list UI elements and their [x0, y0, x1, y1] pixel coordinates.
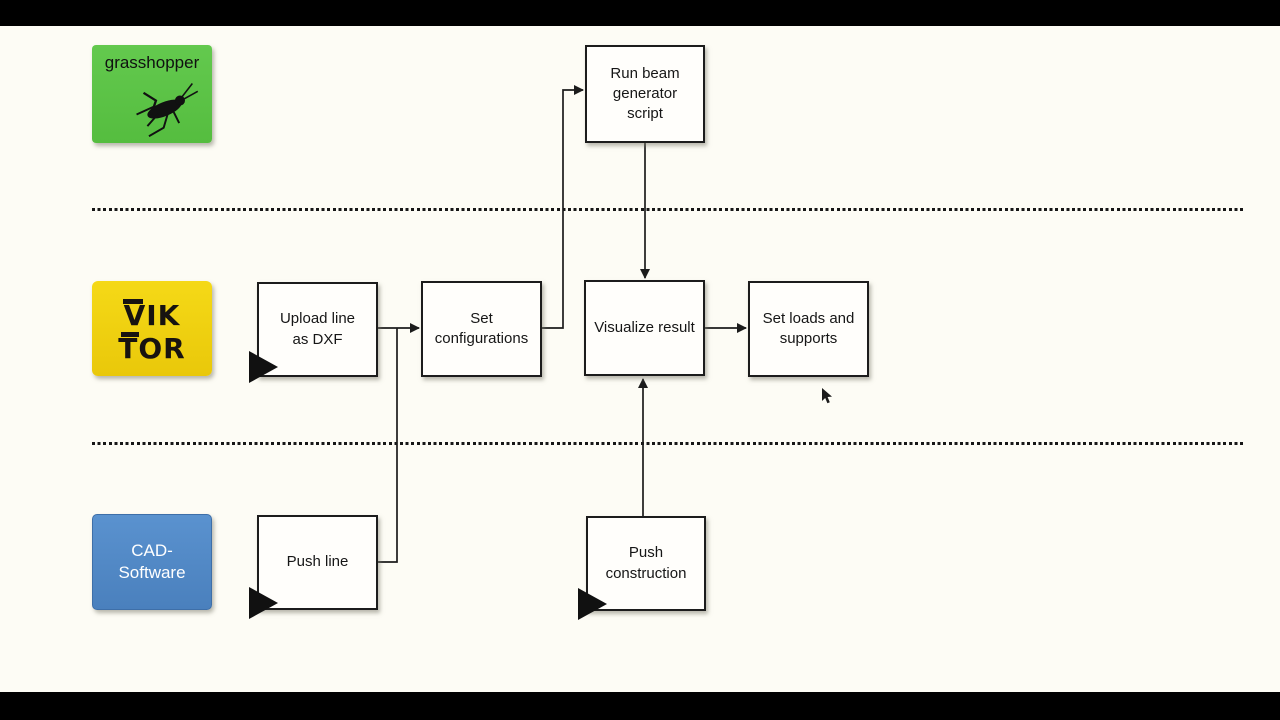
node-label: Run beam generator script [610, 64, 680, 123]
letterbox-bottom [0, 692, 1280, 720]
viktor-logo: VIK TOR [92, 281, 212, 376]
node-set-configurations: Set configurations [421, 281, 542, 377]
node-label: Push line [286, 553, 349, 571]
letterbox-top [0, 0, 1280, 26]
viktor-overline-t [121, 331, 139, 337]
cad-software-logo: CAD- Software [92, 514, 212, 610]
viktor-wordmark-line1: VIK [123, 298, 181, 332]
grasshopper-logo: grasshopper [92, 45, 212, 143]
node-label: Upload line as DXF [279, 310, 356, 348]
node-label: Push construction [605, 544, 687, 582]
viktor-overline-v [123, 298, 143, 304]
node-label: Visualize result [594, 318, 695, 336]
lane-divider-viktor-cad [92, 442, 1243, 445]
viktor-wordmark-line2: TOR [118, 331, 186, 365]
cad-software-logo-label: CAD- Software [118, 540, 186, 582]
node-push-construction: Push construction [586, 516, 706, 611]
node-label: Set configurations [434, 309, 529, 347]
node-visualize-result: Visualize result [584, 280, 705, 376]
grasshopper-icon [136, 83, 199, 137]
node-set-loads-and-supports: Set loads and supports [748, 281, 869, 377]
lane-divider-grasshopper-viktor [92, 208, 1243, 211]
node-label: Set loads and supports [762, 309, 855, 347]
node-run-beam-generator-script: Run beam generator script [585, 45, 705, 143]
viktor-wordmark: VIK TOR [118, 296, 185, 362]
node-upload-line-as-dxf: Upload line as DXF [257, 282, 378, 377]
grasshopper-logo-label: grasshopper [104, 53, 200, 72]
node-push-line: Push line [257, 515, 378, 610]
